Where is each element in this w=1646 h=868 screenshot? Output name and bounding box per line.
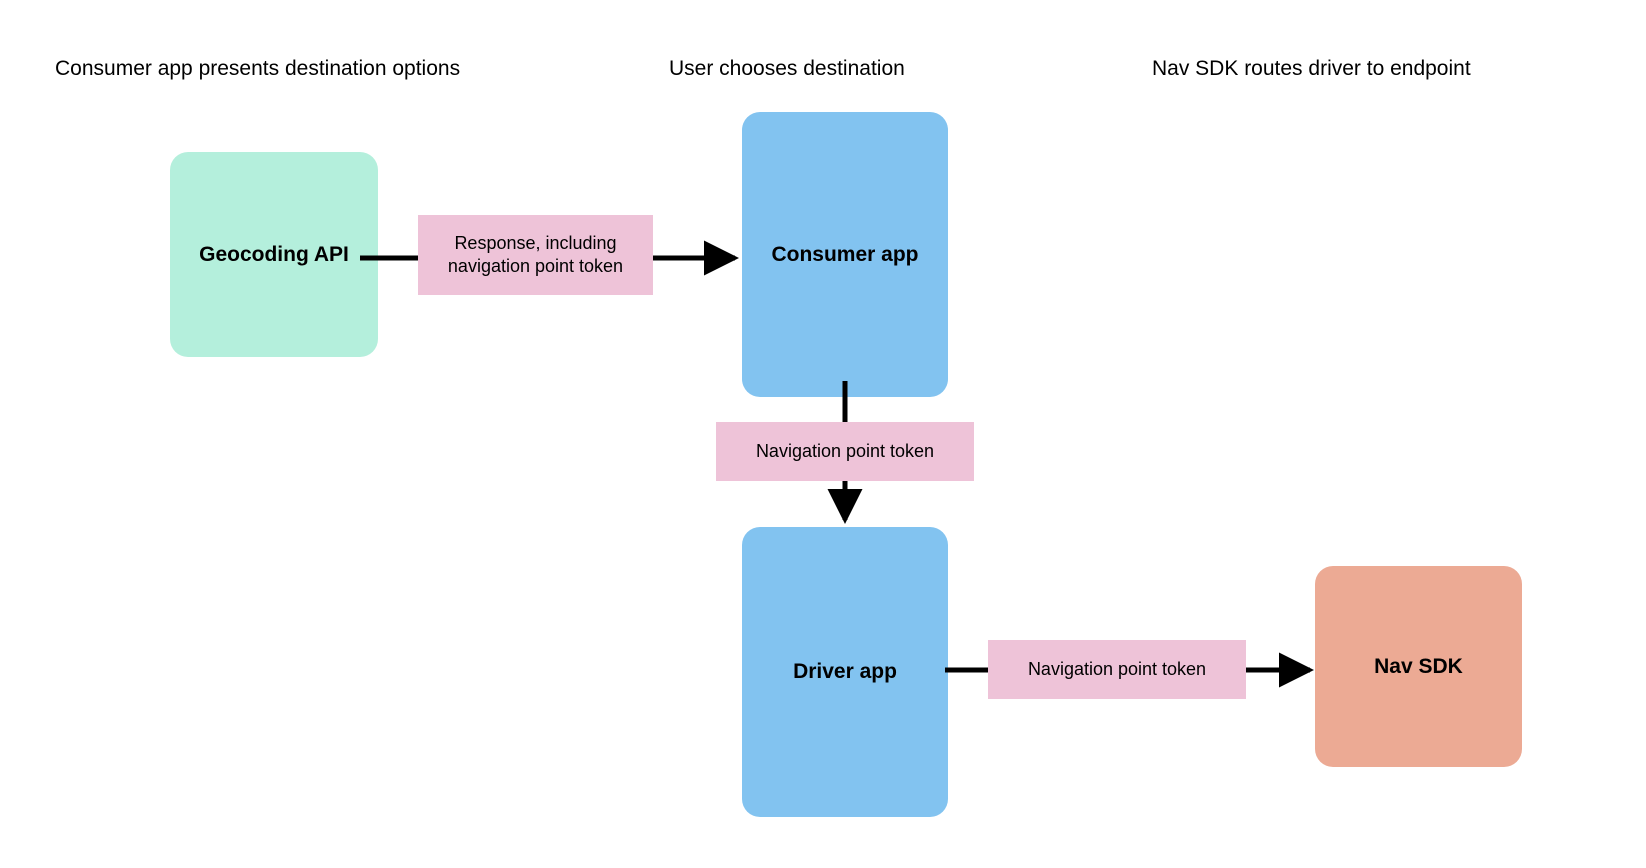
node-driver-app-label: Driver app (793, 660, 897, 683)
column-header-consumer-app-presents: Consumer app presents destination option… (55, 57, 461, 80)
edge-label-text: Navigation point token (1027, 658, 1207, 679)
edge-label-text: Navigation point token (755, 440, 935, 461)
node-nav-sdk[interactable]: Nav SDK (1315, 566, 1522, 767)
node-nav-sdk-label: Nav SDK (1374, 654, 1463, 678)
column-header-nav-sdk-routes-driver: Nav SDK routes driver to endpoint (1152, 57, 1471, 80)
node-geocoding-api-label: Geocoding API (199, 242, 349, 266)
edge-label-navigation-point-token-consumer-to-driver: Navigation point token (716, 422, 974, 481)
node-consumer-app[interactable]: Consumer app (742, 112, 948, 397)
edge-label-text: Response, including navigation point tok… (447, 232, 624, 276)
edge-label-response-including-navigation-point-token: Response, including navigation point tok… (418, 215, 653, 295)
node-consumer-app-label: Consumer app (771, 242, 919, 266)
node-driver-app[interactable]: Driver app (742, 527, 948, 817)
node-geocoding-api[interactable]: Geocoding API (170, 152, 378, 357)
edge-label-navigation-point-token-driver-to-navsdk: Navigation point token (988, 640, 1246, 699)
column-header-user-chooses-destination: User chooses destination (669, 57, 905, 80)
